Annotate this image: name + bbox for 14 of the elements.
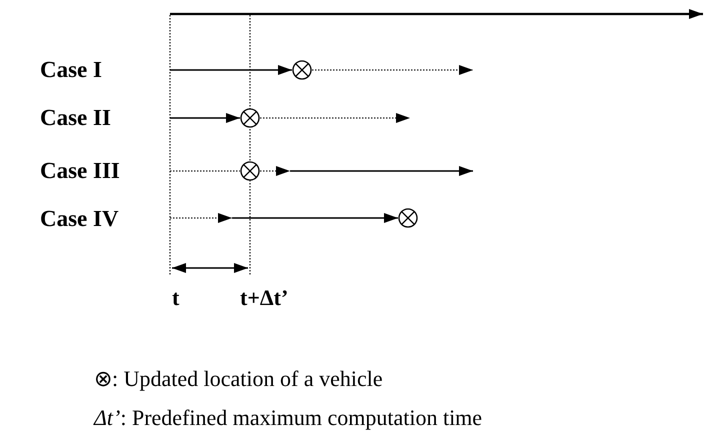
time-label: t+Δt’ bbox=[240, 287, 288, 309]
case-label: Case IV bbox=[40, 207, 119, 230]
case-label: Case I bbox=[40, 58, 102, 81]
arrow bbox=[232, 213, 398, 223]
case-label: Case II bbox=[40, 106, 111, 129]
legend-note: Δt’: Predefined maximum computation time bbox=[94, 407, 482, 429]
arrow bbox=[170, 65, 292, 75]
time-label: t bbox=[172, 287, 180, 309]
dotted-arrow bbox=[260, 113, 410, 123]
dotted-arrow bbox=[260, 166, 290, 176]
legend-note: ⊗: Updated location of a vehicle bbox=[94, 368, 383, 390]
dotted-arrow bbox=[312, 65, 474, 75]
case-label: Case III bbox=[40, 159, 120, 182]
arrow bbox=[170, 113, 240, 123]
